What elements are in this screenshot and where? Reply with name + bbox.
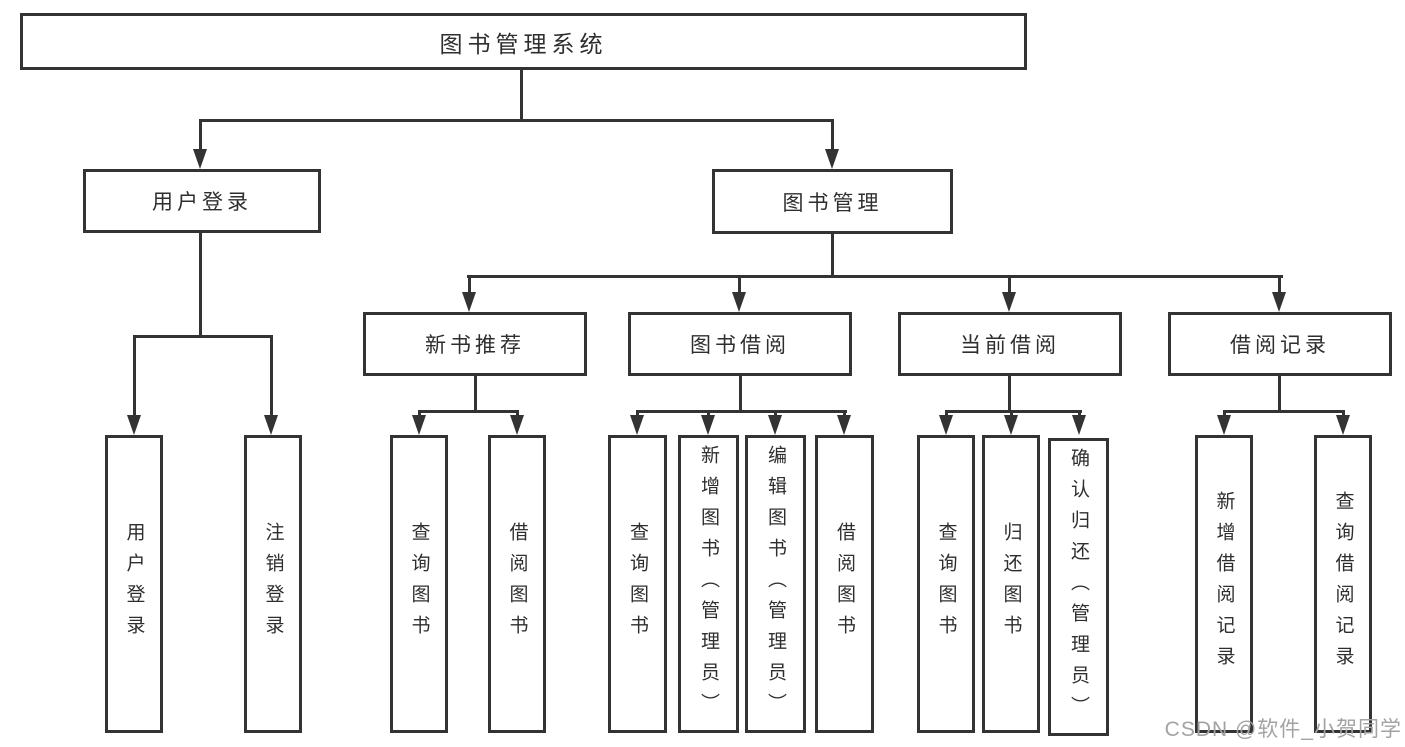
- node-label: 借阅图书: [834, 522, 855, 646]
- arrowhead-icon: [193, 149, 207, 169]
- connector-line: [774, 410, 777, 418]
- leaf-logout: 注销登录: [244, 435, 302, 733]
- connector-line: [831, 234, 834, 275]
- leaf-query-books-current: 查询图书: [917, 435, 975, 733]
- arrowhead-icon: [510, 415, 524, 435]
- node-borrowing-records: 借阅记录: [1168, 312, 1392, 376]
- leaf-add-borrow-record: 新增借阅记录: [1195, 435, 1253, 733]
- connector-line: [520, 70, 523, 119]
- connector-line: [1223, 410, 1345, 413]
- arrowhead-icon: [939, 415, 953, 435]
- node-label: 借阅记录: [1230, 334, 1330, 357]
- arrowhead-icon: [1272, 292, 1286, 312]
- connector-line: [945, 410, 1082, 413]
- arrowhead-icon: [264, 415, 278, 435]
- connector-line: [199, 119, 202, 152]
- leaf-borrow-books: 借阅图书: [815, 435, 874, 733]
- connector-line: [199, 119, 834, 122]
- connector-line: [1223, 410, 1226, 418]
- connector-line: [418, 410, 421, 418]
- arrowhead-icon: [825, 149, 839, 169]
- connector-line: [1278, 376, 1281, 410]
- arrowhead-icon: [701, 415, 715, 435]
- node-label: 查询图书: [627, 522, 648, 646]
- node-new-book-recommendation: 新书推荐: [363, 312, 587, 376]
- node-label: 用户登录: [152, 191, 252, 214]
- connector-line: [516, 410, 519, 418]
- node-label: 当前借阅: [960, 334, 1060, 357]
- node-label: 归还图书: [1000, 522, 1022, 646]
- arrowhead-icon: [837, 415, 851, 435]
- leaf-return-books: 归还图书: [982, 435, 1040, 733]
- connector-line: [843, 410, 846, 418]
- node-label: 编辑图书（管理员）: [765, 444, 786, 724]
- connector-line: [133, 335, 136, 415]
- connector-line: [1342, 410, 1345, 418]
- connector-line: [418, 410, 519, 413]
- connector-line: [474, 376, 477, 410]
- arrowhead-icon: [462, 292, 476, 312]
- leaf-user-login: 用户登录: [105, 435, 163, 733]
- connector-line: [270, 335, 273, 415]
- node-current-borrowing: 当前借阅: [898, 312, 1122, 376]
- connector-line: [133, 335, 273, 338]
- connector-line: [467, 275, 1283, 278]
- connector-line: [468, 275, 471, 293]
- connector-line: [1008, 376, 1011, 410]
- arrowhead-icon: [1002, 292, 1016, 312]
- node-label: 确认归还（管理员）: [1068, 447, 1089, 727]
- node-label: 借阅图书: [506, 522, 528, 646]
- arrowhead-icon: [1336, 415, 1350, 435]
- node-book-borrowing: 图书借阅: [628, 312, 852, 376]
- node-label: 用户登录: [123, 522, 145, 646]
- connector-line: [199, 233, 202, 335]
- leaf-query-borrow-record: 查询借阅记录: [1314, 435, 1372, 733]
- leaf-add-books-admin: 新增图书（管理员）: [678, 435, 739, 733]
- leaf-borrow-books-recommendation: 借阅图书: [488, 435, 546, 733]
- arrowhead-icon: [630, 415, 644, 435]
- node-label: 查询图书: [935, 522, 957, 646]
- node-label: 新书推荐: [425, 334, 525, 357]
- node-book-management: 图书管理: [712, 169, 953, 234]
- connector-line: [636, 410, 639, 418]
- node-label: 查询借阅记录: [1332, 491, 1354, 677]
- node-label: 图书管理: [782, 191, 883, 215]
- arrowhead-icon: [732, 292, 746, 312]
- leaf-query-books-borrowing: 查询图书: [608, 435, 667, 733]
- connector-line: [707, 410, 710, 418]
- arrowhead-icon: [127, 415, 141, 435]
- connector-line: [739, 376, 742, 410]
- connector-line: [636, 410, 847, 413]
- connector-line: [945, 410, 948, 418]
- leaf-query-books-recommendation: 查询图书: [390, 435, 448, 733]
- node-label: 图书借阅: [690, 334, 790, 357]
- arrowhead-icon: [1004, 415, 1018, 435]
- node-label: 新增借阅记录: [1213, 491, 1235, 677]
- arrowhead-icon: [1072, 415, 1086, 435]
- connector-line: [1008, 275, 1011, 293]
- arrowhead-icon: [1217, 415, 1231, 435]
- node-label: 查询图书: [408, 522, 430, 646]
- node-label: 图书管理系统: [439, 30, 608, 57]
- csdn-watermark: CSDN @软件_小贺同学: [1164, 718, 1402, 741]
- node-library-management-system: 图书管理系统: [20, 13, 1027, 70]
- arrowhead-icon: [412, 415, 426, 435]
- node-label: 注销登录: [262, 522, 284, 646]
- connector-line: [738, 275, 741, 293]
- node-user-login: 用户登录: [83, 169, 321, 233]
- connector-line: [1278, 275, 1281, 293]
- leaf-confirm-return-admin: 确认归还（管理员）: [1048, 438, 1109, 736]
- connector-line: [1010, 410, 1013, 418]
- arrowhead-icon: [768, 415, 782, 435]
- node-label: 新增图书（管理员）: [698, 444, 719, 724]
- connector-line: [1078, 410, 1081, 418]
- connector-line: [831, 119, 834, 152]
- leaf-edit-books-admin: 编辑图书（管理员）: [745, 435, 806, 733]
